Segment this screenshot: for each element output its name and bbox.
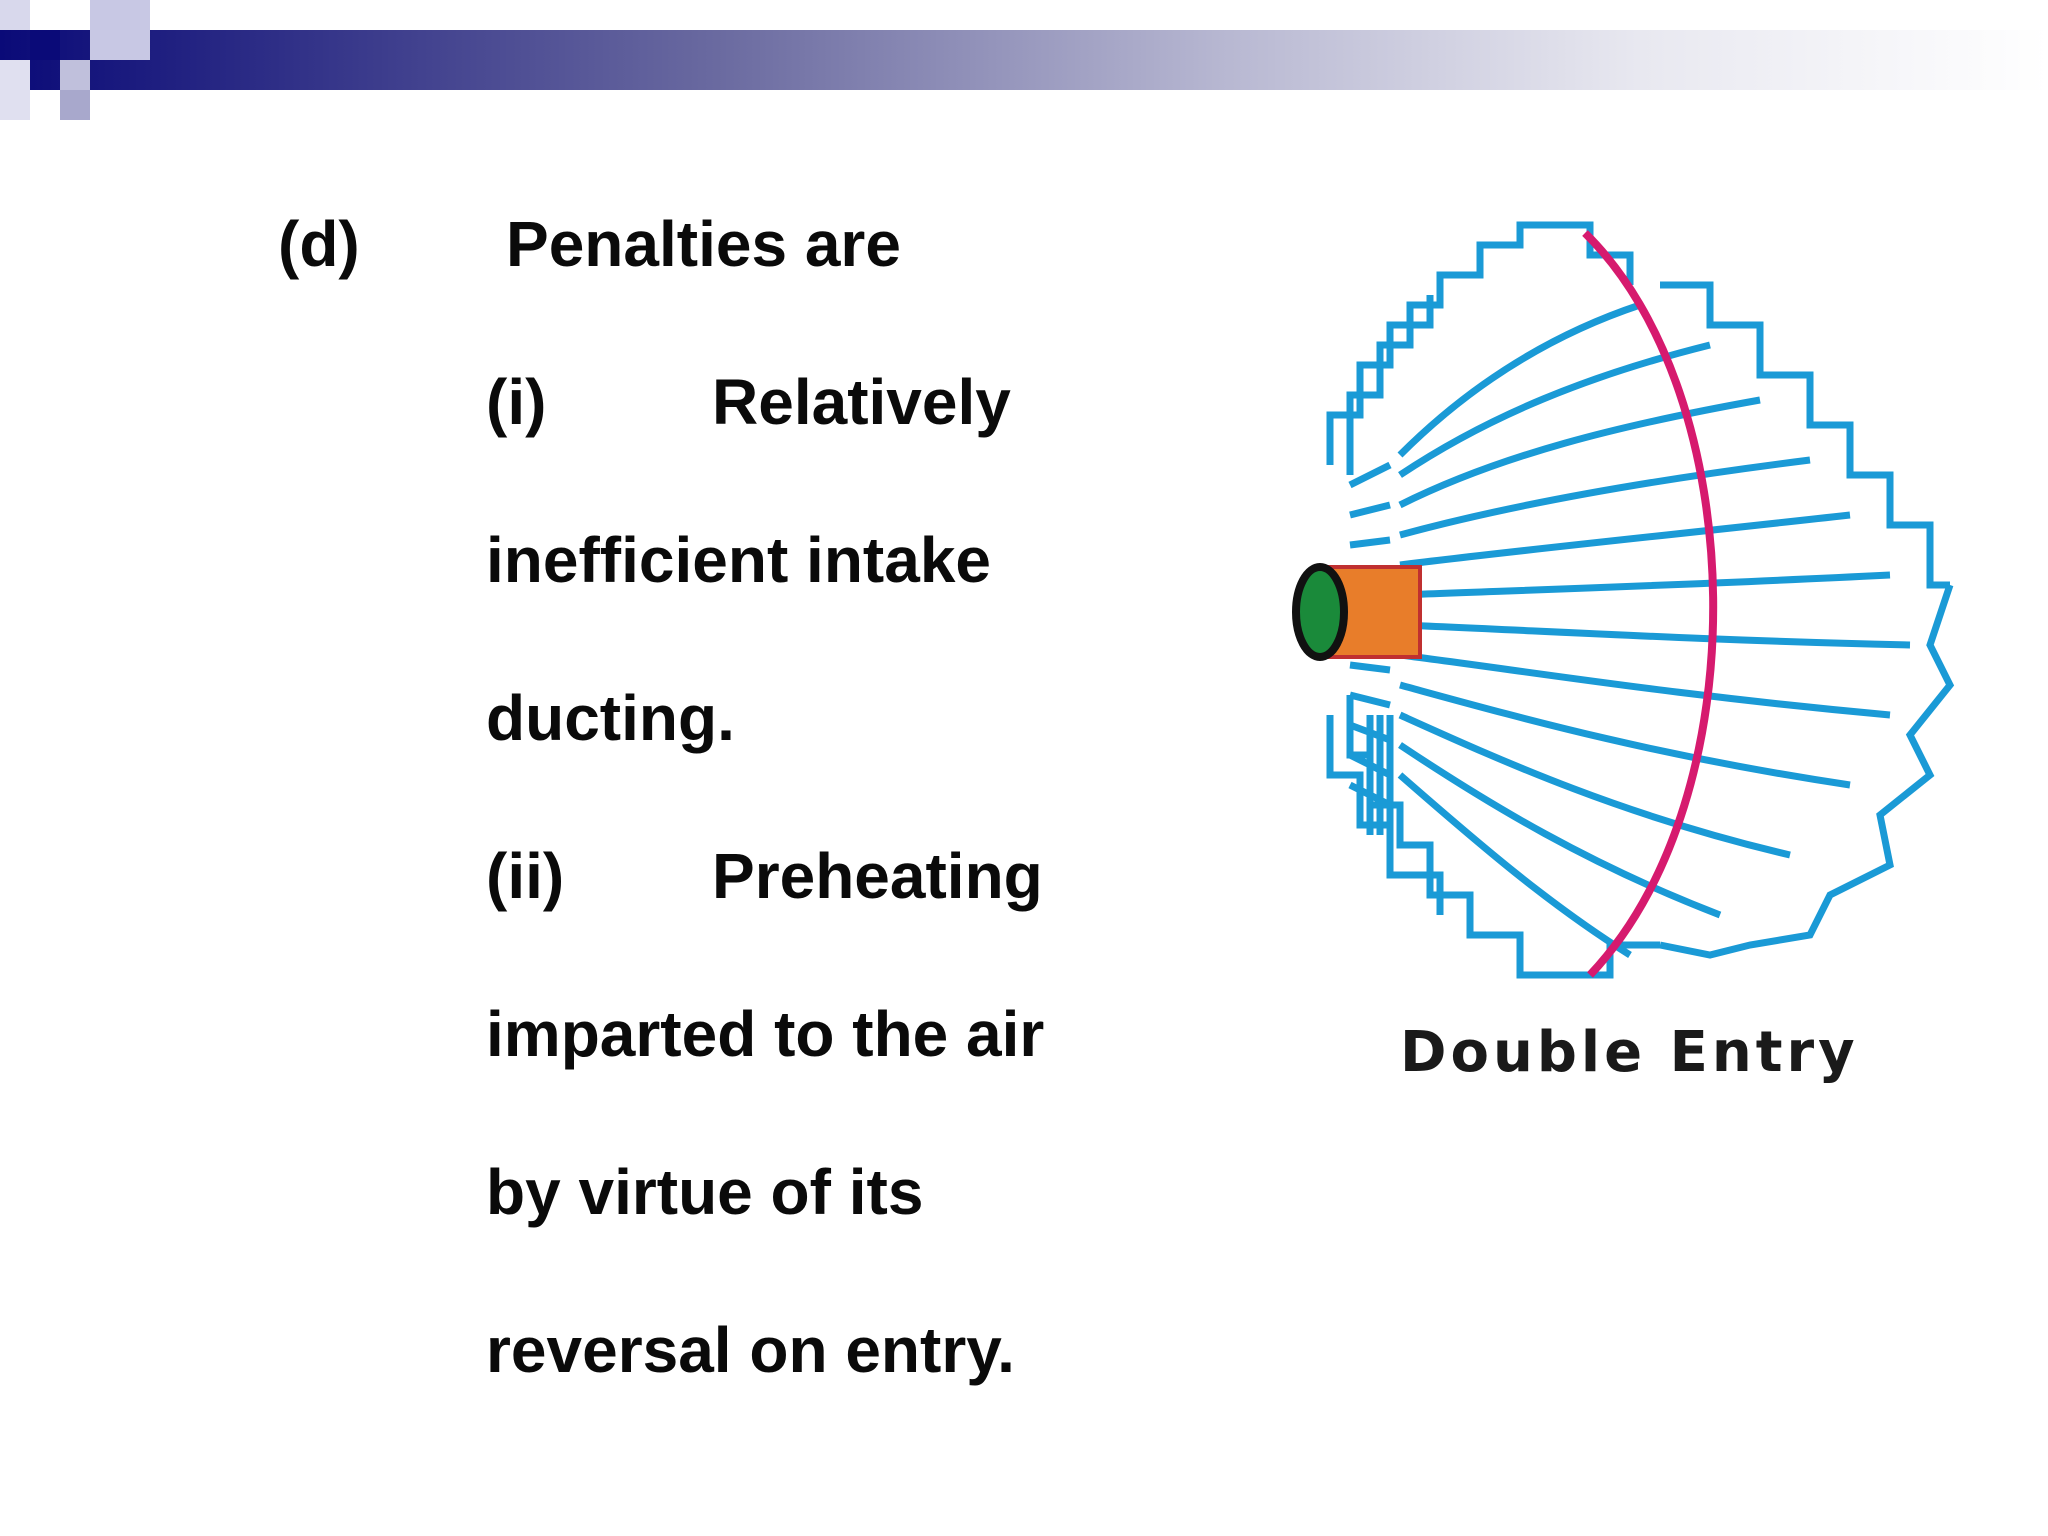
diagram-caption: Double Entry xyxy=(1400,1020,1859,1085)
heading-marker: (d) xyxy=(278,208,360,280)
header-square-light xyxy=(0,60,30,120)
item-text-line: inefficient intake xyxy=(486,524,991,596)
item-text-line: reversal on entry. xyxy=(486,1314,1015,1386)
double-entry-impeller-diagram xyxy=(1292,221,1955,979)
header-square-light xyxy=(60,90,90,120)
impeller-tip-arc xyxy=(1582,230,1718,978)
item-marker-i: (i) xyxy=(486,366,547,438)
header-square-dark xyxy=(30,30,60,60)
impeller-hub-cylinder xyxy=(1292,563,1422,661)
item-text-line: imparted to the air xyxy=(486,998,1045,1070)
header-gradient-band xyxy=(0,30,2048,90)
item-text-preheating: Preheating xyxy=(712,840,1043,912)
item-marker-ii: (ii) xyxy=(486,840,565,912)
header-square-light xyxy=(90,0,150,60)
item-text-line: by virtue of its xyxy=(486,1156,924,1228)
item-text-relatively: Relatively xyxy=(712,366,1011,438)
header-square-light xyxy=(60,60,90,90)
heading-text: Penalties are xyxy=(506,208,901,280)
impeller-vanes xyxy=(1326,221,1955,979)
item-text-line: ducting. xyxy=(486,682,735,754)
header-square-light xyxy=(0,0,30,30)
